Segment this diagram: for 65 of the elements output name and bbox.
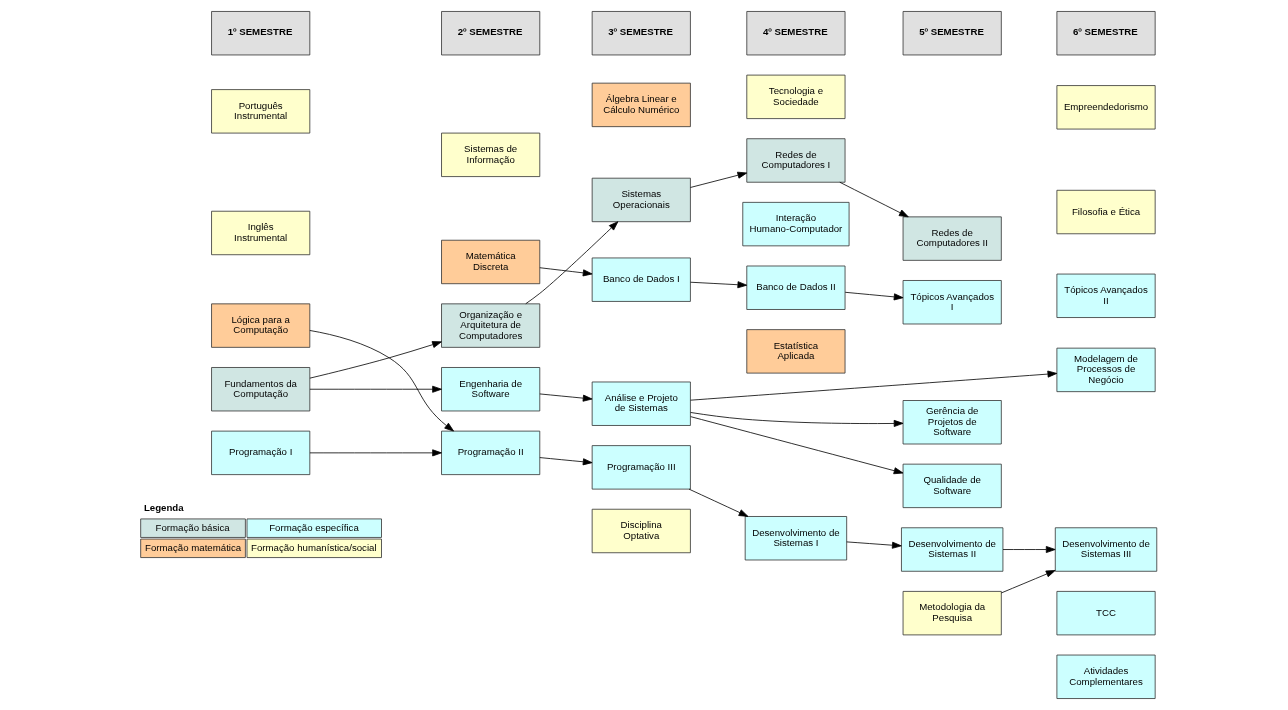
node-box: Engenharia de Software — [440, 367, 540, 412]
legend-label: Formação humanística/social — [250, 541, 377, 553]
node-box: Banco de Dados II — [745, 265, 845, 310]
node-box: 5º SEMESTRE — [902, 11, 1002, 56]
node-box: Filosofia e Ética — [1056, 189, 1156, 235]
node-box: 3º SEMESTRE — [591, 11, 691, 56]
node-box: Lógica para a Computação — [210, 303, 310, 348]
arrow — [309, 341, 442, 379]
node-box: Português Instrumental — [210, 89, 310, 134]
legend-label: Formação básica — [155, 521, 230, 533]
node-box: 2º SEMESTRE — [440, 11, 540, 56]
node-box: Tópicos Avançados I — [902, 280, 1002, 325]
node-box: Tecnologia e Sociedade — [745, 74, 845, 119]
arrow — [838, 181, 909, 218]
arrow — [1000, 570, 1056, 594]
arrow — [689, 171, 747, 188]
node-box: Sistemas de Informação — [440, 132, 540, 177]
node-box: Álgebra Linear e Cálculo Numérico — [591, 82, 691, 128]
node-box: Estatística Aplicada — [745, 329, 845, 374]
node-box: Redes de Computadores II — [902, 216, 1002, 261]
arrow — [689, 370, 1057, 401]
node-box: Programação I — [210, 430, 310, 475]
arrow — [538, 267, 592, 277]
node-box: Banco de Dados I — [591, 257, 691, 302]
node-box: 6º SEMESTRE — [1056, 11, 1156, 56]
node-box: Empreendedorismo — [1056, 85, 1156, 130]
node-box: Tópicos Avançados II — [1056, 273, 1156, 318]
legend-label: Formação matemática — [144, 541, 241, 553]
node-box: 1º SEMESTRE — [210, 11, 310, 56]
node-box: Matemática Discreta — [440, 239, 540, 285]
node-box: Desenvolvimento de Sistemas I — [744, 516, 847, 561]
arrow — [524, 221, 618, 305]
arrow — [689, 412, 903, 427]
node-box: Disciplina Optativa — [591, 508, 691, 554]
node-box: Redes de Computadores I — [745, 138, 845, 183]
node-box: Atividades Complementares — [1056, 654, 1156, 699]
arrow — [538, 457, 592, 466]
node-box: Inglês Instrumental — [210, 210, 310, 256]
node-box: Qualidade de Software — [902, 463, 1002, 509]
node-box: Programação III — [591, 445, 691, 490]
arrow — [844, 291, 903, 301]
arrow — [308, 330, 454, 432]
node-box: 4º SEMESTRE — [745, 11, 845, 56]
node-box: Modelagem de Processos de Negócio — [1056, 347, 1156, 393]
node-box: Gerência de Projetos de Software — [902, 400, 1002, 445]
arrow — [1002, 546, 1056, 554]
node-box: Organização e Arquitetura de Computadores — [440, 303, 540, 348]
node-box: Análise e Projeto de Sistemas — [591, 381, 691, 426]
arrow — [309, 449, 442, 457]
node-box: TCC — [1056, 591, 1156, 636]
label: Legenda — [143, 501, 184, 513]
node-box: Interação Humano-Computador — [741, 201, 849, 247]
node-box: Sistemas Operacionais — [591, 177, 691, 223]
arrow — [845, 541, 902, 549]
node-box: Desenvolvimento de Sistemas III — [1054, 527, 1157, 572]
legend-label: Formação específica — [268, 521, 359, 533]
arrow — [309, 385, 442, 393]
node-box: Desenvolvimento de Sistemas II — [900, 527, 1003, 572]
node-box: Programação II — [440, 430, 540, 475]
arrow — [689, 416, 903, 475]
arrow — [688, 488, 748, 517]
arrow — [689, 281, 747, 289]
node-box: Metodologia da Pesquisa — [902, 591, 1002, 636]
arrow — [538, 393, 592, 402]
node-box: Fundamentos da Computação — [210, 367, 310, 412]
